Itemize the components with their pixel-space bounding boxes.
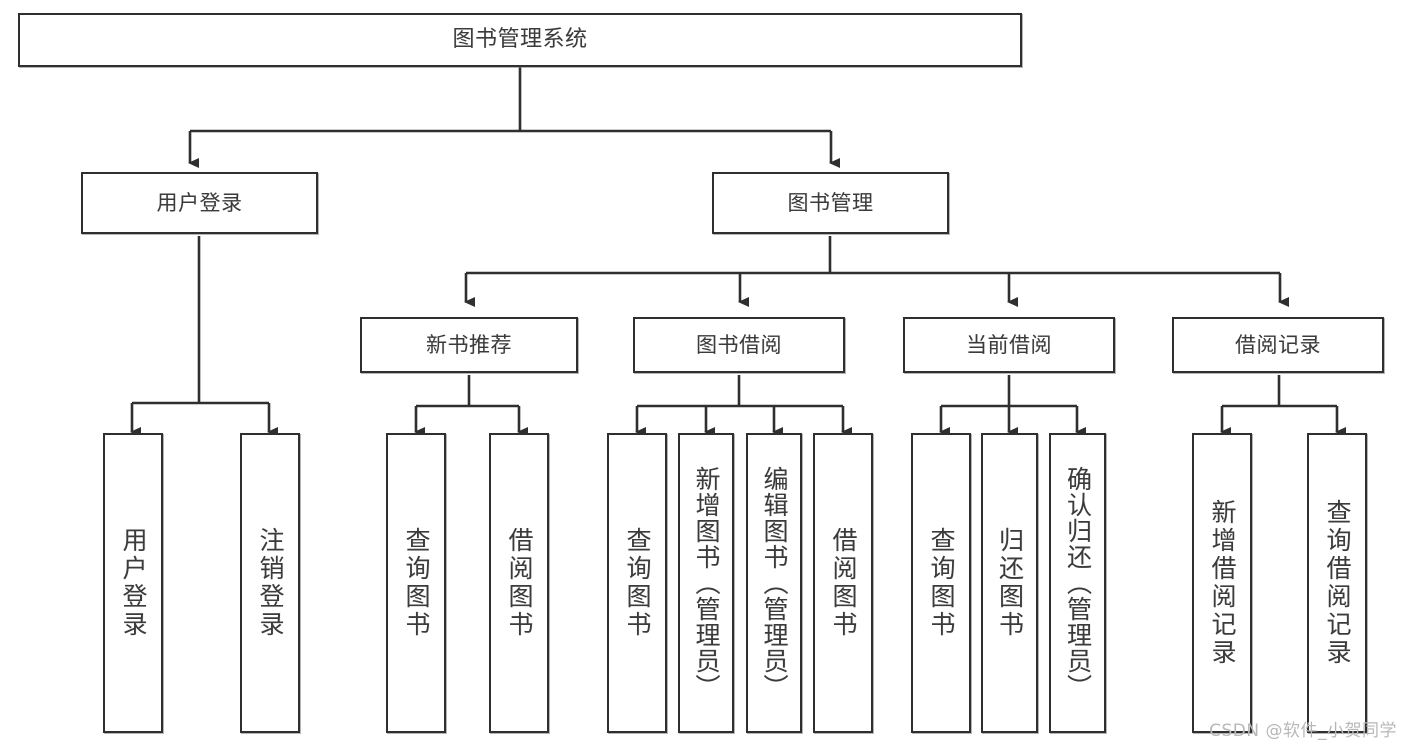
leaf-query-borrow-record[interactable]: 查询借阅记录 (1307, 433, 1367, 733)
node-label: 注销登录 (256, 527, 285, 639)
node-label: 新增借阅记录 (1208, 499, 1237, 667)
node-new-book-recommend[interactable]: 新书推荐 (360, 317, 578, 373)
node-label: 确认归还（管理员） (1063, 466, 1093, 700)
node-root-system[interactable]: 图书管理系统 (18, 13, 1022, 67)
leaf-borrow-book[interactable]: 借阅图书 (813, 433, 873, 733)
csdn-watermark: CSDN @软件_小贺同学 (1209, 721, 1397, 741)
node-label: 新书推荐 (426, 332, 512, 357)
leaf-user-login[interactable]: 用户登录 (103, 433, 163, 733)
leaf-return-book[interactable]: 归还图书 (981, 433, 1038, 733)
leaf-edit-book-admin[interactable]: 编辑图书（管理员） (746, 433, 802, 733)
node-label: 新增图书（管理员） (692, 466, 721, 700)
leaf-query-book-borrow[interactable]: 查询图书 (607, 433, 667, 733)
leaf-add-borrow-record[interactable]: 新增借阅记录 (1192, 433, 1252, 733)
node-label: 借阅图书 (829, 527, 858, 639)
leaf-add-book-admin[interactable]: 新增图书（管理员） (678, 433, 734, 733)
node-label: 查询借阅记录 (1323, 499, 1352, 667)
leaf-query-book-recommend[interactable]: 查询图书 (386, 433, 446, 733)
node-label: 用户登录 (119, 527, 148, 639)
node-label: 查询图书 (402, 527, 431, 639)
node-label: 用户登录 (156, 190, 243, 215)
node-book-management[interactable]: 图书管理 (712, 172, 949, 234)
node-label: 图书管理系统 (452, 27, 588, 53)
node-label: 借阅图书 (505, 527, 534, 639)
node-label: 查询图书 (927, 527, 956, 639)
node-label: 当前借阅 (966, 332, 1052, 357)
node-label: 借阅记录 (1235, 332, 1321, 357)
leaf-confirm-return-admin[interactable]: 确认归还（管理员） (1049, 433, 1106, 733)
node-borrow-record[interactable]: 借阅记录 (1172, 317, 1384, 373)
leaf-logout[interactable]: 注销登录 (240, 433, 300, 733)
node-book-borrow[interactable]: 图书借阅 (633, 317, 845, 373)
node-label: 编辑图书（管理员） (760, 466, 789, 700)
leaf-borrow-book-recommend[interactable]: 借阅图书 (489, 433, 549, 733)
node-current-borrow[interactable]: 当前借阅 (903, 317, 1115, 373)
node-label: 归还图书 (995, 527, 1025, 639)
node-label: 图书管理 (787, 190, 874, 215)
node-label: 查询图书 (623, 527, 652, 639)
node-label: 图书借阅 (696, 332, 782, 357)
leaf-query-book-current[interactable]: 查询图书 (911, 433, 971, 733)
node-user-login[interactable]: 用户登录 (81, 172, 318, 234)
